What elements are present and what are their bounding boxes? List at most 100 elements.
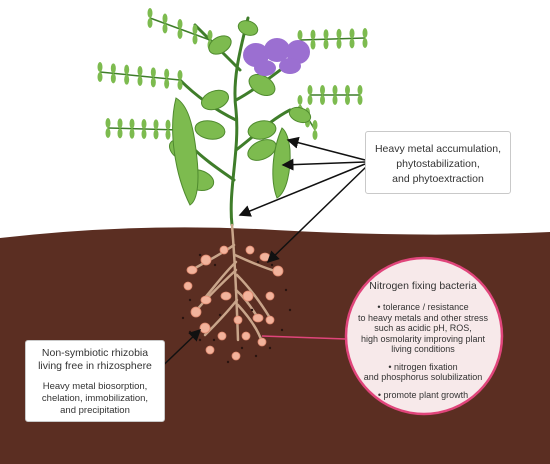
leaflet-icon (207, 30, 213, 40)
leaflet-icon (297, 95, 303, 105)
pea-pod-right (272, 127, 291, 199)
leaflet-icon (192, 24, 198, 35)
bacteria-dot (188, 330, 192, 334)
nodule-icon (220, 291, 232, 301)
nodule-icon (186, 265, 198, 275)
leaf-icon (248, 74, 276, 96)
leaflet-icon (150, 77, 156, 88)
leaflet-icon (153, 129, 159, 140)
non-symbiotic-label: Non-symbiotic rhizobia living free in rh… (25, 340, 165, 422)
bullet-line: • promote plant growth (377, 389, 469, 400)
bacteria-dot (284, 288, 288, 292)
leaflet-icon (362, 38, 368, 48)
leaflet-icon (124, 64, 130, 75)
leaflet-icon (129, 128, 135, 139)
leaflet-icon (177, 19, 183, 29)
leaflet-icon (162, 23, 168, 34)
leaflet-icon (345, 85, 350, 95)
leaflet-icon (105, 118, 111, 128)
leaflet-icon (349, 38, 355, 49)
leaflet-icon (345, 95, 350, 105)
nodule-icon (205, 345, 215, 355)
leaflet-icon (332, 95, 338, 105)
leaflet-icon (137, 76, 143, 86)
leaflet-icon (164, 78, 170, 89)
leaf-icon (247, 139, 277, 161)
leaflet-icon (320, 95, 325, 105)
nodule-icon (245, 245, 255, 255)
leaf-icon (194, 120, 226, 140)
nodule-icon (259, 252, 271, 262)
leaflet-icon (124, 74, 130, 85)
leaf-icon (288, 106, 312, 124)
leaflet-icon (332, 85, 338, 95)
rhizosphere-bacteria (181, 253, 292, 364)
bullet-line: • nitrogen fixation (388, 361, 458, 372)
leaflet-icon (141, 129, 147, 139)
nodule-icon (190, 306, 202, 318)
nodule-icon (231, 351, 241, 361)
leaflet-icon (165, 119, 171, 130)
connector-line (261, 335, 347, 340)
leaflet-icon (320, 85, 325, 95)
non-symbiotic-body-line: chelation, immobilization, (41, 393, 149, 404)
nodule-icon (200, 254, 212, 266)
leaflet-icon (153, 119, 159, 130)
bacteria-dot (288, 308, 292, 312)
bacteria-dot (181, 316, 185, 320)
pea-pod-left (172, 97, 199, 206)
leaflet-icon (177, 70, 183, 80)
non-symbiotic-title-line: Non-symbiotic rhizobia (41, 347, 149, 359)
leaflet-stem (299, 37, 366, 41)
bullet-line: such as acidic pH, ROS, (374, 323, 472, 333)
bacteria-dot (250, 308, 254, 312)
leaf-icon (200, 89, 230, 111)
nodule-icon (241, 331, 251, 341)
leaflet-icon (312, 130, 318, 140)
bacteria-dot (198, 253, 202, 257)
bacteria-dot (212, 338, 216, 342)
leaflet-icon (110, 63, 116, 74)
flower-icon (243, 38, 310, 76)
bacteria-dot (218, 313, 222, 317)
bacteria-dot (240, 346, 244, 350)
non-symbiotic-title-line: living free in rhizosphere (38, 360, 152, 372)
non-symbiotic-body-line: and precipitation (60, 405, 130, 416)
leaflet-icon (192, 34, 198, 45)
leaflet-icon (323, 39, 329, 50)
leaf-icon (208, 35, 232, 55)
non-symbiotic-body-line: Heavy metal biosorption, (42, 381, 148, 392)
nodule-icon (265, 315, 275, 325)
bullet-line: • tolerance / resistance (377, 302, 469, 312)
bacteria-dot (198, 338, 202, 342)
leaflet-icon (165, 129, 171, 140)
leaflet-icon (310, 39, 316, 50)
root-nodule-icon (183, 245, 284, 361)
leaflet-icon (164, 68, 170, 79)
leaflet-row (97, 8, 368, 140)
leaflet-icon (323, 29, 329, 40)
bacteria-dot (213, 263, 217, 267)
leaflet-icon (117, 128, 123, 139)
leaflet-icon (162, 13, 168, 24)
leaflet-icon (137, 66, 143, 76)
non-symbiotic-body: Heavy metal biosorption, chelation, immo… (26, 381, 164, 417)
leaflet-icon (357, 95, 363, 105)
bullet-line: high osmolarity improving plant (360, 333, 486, 344)
leaflet-icon (110, 73, 116, 84)
nodule-icon (217, 331, 227, 341)
leaf-icon (237, 20, 259, 36)
leaflet-icon (336, 38, 342, 49)
bullet-line: and phosphorus solubilization (363, 372, 483, 382)
nitrogen-bacteria-text: Nitrogen fixing bacteria • tolerance / r… (348, 260, 498, 407)
bacteria-dot (254, 354, 258, 358)
leaflet-icon (97, 72, 103, 82)
nodule-icon (183, 281, 193, 291)
bacteria-dot (226, 360, 230, 364)
leaflet-icon (362, 28, 368, 38)
nodule-icon (272, 265, 284, 277)
leaflet-icon (97, 62, 103, 72)
nodule-icon (199, 322, 211, 334)
heavy-metal-line: phytostabilization, (396, 158, 480, 170)
leaflet-icon (141, 119, 147, 129)
